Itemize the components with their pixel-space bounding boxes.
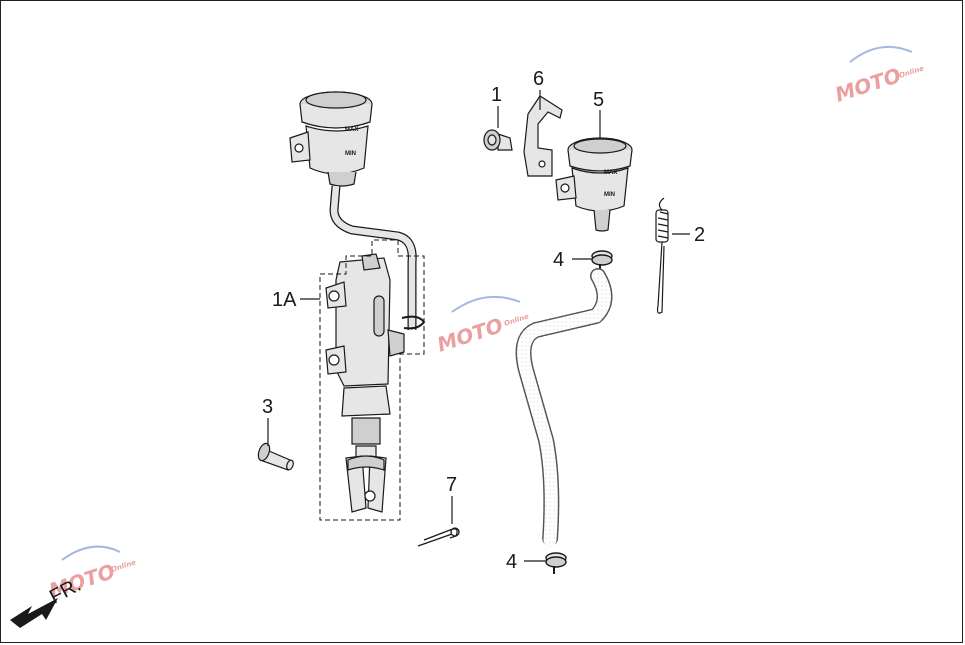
callout-3: 3 [262, 396, 273, 418]
svg-text:MAX: MAX [345, 127, 358, 133]
svg-text:Online: Online [110, 558, 137, 574]
right-reservoir: MAX MIN [555, 137, 633, 232]
callout-4-bottom: 4 [506, 551, 517, 573]
svg-text:MIN: MIN [604, 192, 615, 198]
assembly-dashed-outline [319, 239, 425, 521]
callout-2: 2 [694, 224, 705, 246]
watermark-center: MOTO Online [434, 295, 530, 357]
reservoir-hose [515, 268, 613, 548]
watermark-top-right: MOTO Online [832, 45, 925, 107]
callout-4-top: 4 [553, 249, 564, 271]
clevis [345, 455, 387, 513]
left-reservoir: MAX MIN [289, 91, 373, 187]
callout-6: 6 [533, 68, 544, 90]
cotter-pin [417, 527, 460, 547]
callout-1a: 1A [272, 289, 297, 311]
svg-text:MIN: MIN [345, 151, 356, 157]
svg-text:MOTO: MOTO [832, 63, 904, 107]
svg-text:Online: Online [503, 312, 530, 328]
hose-clamp-bottom [545, 552, 567, 574]
hose-clamp-top [591, 250, 613, 270]
cylinder-body [325, 253, 405, 387]
leader-lines [267, 90, 690, 562]
master-cylinder-assembly: MAX MIN [289, 91, 426, 513]
callout-1: 1 [491, 84, 502, 106]
bolt [483, 129, 513, 151]
bracket [523, 95, 563, 177]
callout-5: 5 [593, 89, 604, 111]
pin [257, 442, 294, 471]
svg-text:MAX: MAX [604, 170, 617, 176]
svg-text:Online: Online [898, 64, 925, 80]
spring [655, 197, 669, 314]
callout-7: 7 [446, 474, 457, 496]
svg-text:MOTO: MOTO [434, 313, 506, 357]
